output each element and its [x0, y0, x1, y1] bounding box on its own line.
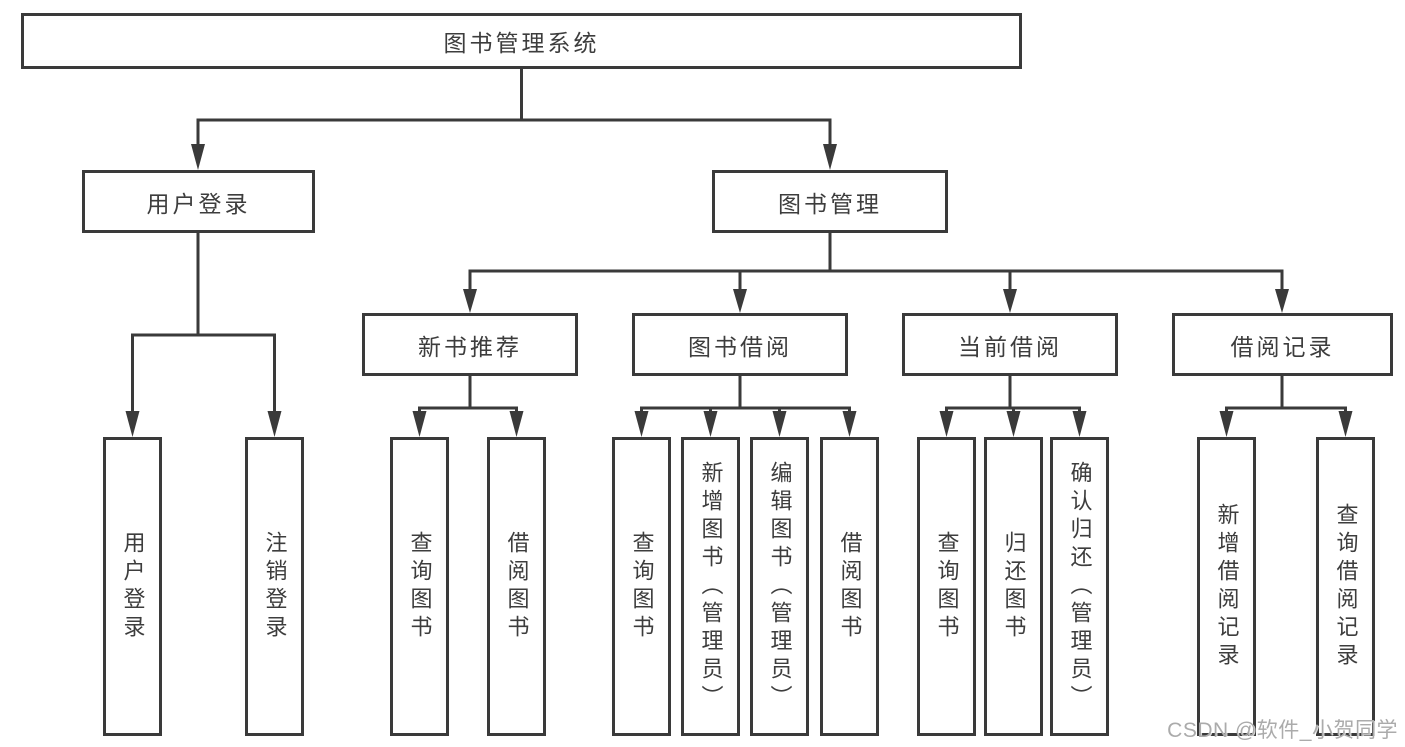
- leaf-user-login: 用户登录: [103, 437, 162, 736]
- leaf-confirm-return-admin-label: 确认归还（管理员）: [1067, 460, 1093, 713]
- node-current-borrow-label: 当前借阅: [958, 333, 1062, 360]
- leaf-borrow-books: 借阅图书: [820, 437, 879, 736]
- leaf-return-book-label: 归还图书: [1001, 530, 1027, 643]
- node-root-label: 图书管理系统: [443, 30, 600, 56]
- connector-current-borrow-children: [939, 373, 1087, 437]
- node-new-book-recommend-label: 新书推荐: [418, 333, 522, 360]
- connector-root-to-level2: [191, 66, 837, 170]
- leaf-query-books-current: 查询图书: [917, 437, 976, 736]
- leaf-query-books-recommend-label: 查询图书: [407, 530, 433, 643]
- leaf-borrow-books-recommend: 借阅图书: [487, 437, 546, 736]
- leaf-edit-book-admin: 编辑图书（管理员）: [750, 437, 809, 736]
- csdn-watermark: CSDN @软件_小贺同学: [1167, 719, 1398, 742]
- leaf-logout-label: 注销登录: [262, 530, 288, 643]
- node-borrow-records: 借阅记录: [1172, 313, 1393, 376]
- connector-user-login-children: [125, 230, 282, 437]
- node-new-book-recommend: 新书推荐: [362, 313, 578, 376]
- node-book-borrow: 图书借阅: [632, 313, 848, 376]
- leaf-query-books-recommend: 查询图书: [390, 437, 449, 736]
- leaf-add-borrow-record: 新增借阅记录: [1197, 437, 1256, 736]
- leaf-query-books-borrow: 查询图书: [612, 437, 671, 736]
- leaf-add-book-admin-label: 新增图书（管理员）: [698, 460, 724, 713]
- node-book-management-label: 图书管理: [778, 190, 882, 217]
- leaf-query-books-current-label: 查询图书: [934, 530, 960, 643]
- node-root: 图书管理系统: [21, 13, 1022, 69]
- leaf-borrow-books-recommend-label: 借阅图书: [504, 530, 530, 643]
- leaf-add-book-admin: 新增图书（管理员）: [681, 437, 740, 736]
- node-book-management: 图书管理: [712, 170, 948, 233]
- leaf-logout: 注销登录: [245, 437, 304, 736]
- connector-book-management-children: [463, 230, 1289, 313]
- leaf-user-login-label: 用户登录: [120, 530, 146, 643]
- connector-new-book-children: [412, 373, 524, 437]
- node-current-borrow: 当前借阅: [902, 313, 1118, 376]
- node-user-login: 用户登录: [82, 170, 315, 233]
- leaf-borrow-books-label: 借阅图书: [837, 530, 863, 643]
- leaf-edit-book-admin-label: 编辑图书（管理员）: [767, 460, 793, 713]
- node-user-login-label: 用户登录: [146, 190, 251, 217]
- leaf-query-borrow-record-label: 查询借阅记录: [1333, 502, 1359, 671]
- node-book-borrow-label: 图书借阅: [688, 333, 792, 360]
- leaf-add-borrow-record-label: 新增借阅记录: [1214, 502, 1240, 671]
- connector-borrow-records-children: [1219, 373, 1353, 437]
- leaf-confirm-return-admin: 确认归还（管理员）: [1050, 437, 1109, 736]
- leaf-query-books-borrow-label: 查询图书: [629, 530, 655, 643]
- node-borrow-records-label: 借阅记录: [1230, 333, 1335, 360]
- connector-book-borrow-children: [634, 373, 857, 437]
- leaf-return-book: 归还图书: [984, 437, 1043, 736]
- leaf-query-borrow-record: 查询借阅记录: [1316, 437, 1375, 736]
